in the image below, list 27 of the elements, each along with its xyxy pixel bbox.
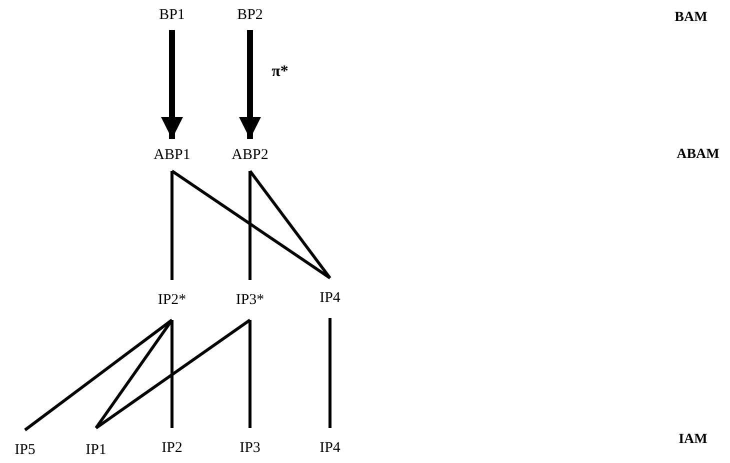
connector-line <box>95 318 251 430</box>
node-label: BP1 <box>159 8 185 22</box>
connector-line <box>248 170 332 279</box>
node-label: IP3* <box>236 292 264 308</box>
node-label: ABP2 <box>232 148 268 162</box>
connector-line <box>24 318 173 432</box>
level-label: BAM <box>674 11 708 25</box>
connector-line <box>170 320 174 428</box>
connector-line <box>248 320 252 428</box>
node-label: IP5 <box>14 442 36 458</box>
level-label: ABAM <box>676 148 720 162</box>
connector-line <box>248 171 252 280</box>
arrow <box>239 30 261 139</box>
node-label: IP4 <box>320 290 340 306</box>
connector-line <box>171 170 331 280</box>
connector-line <box>328 318 332 428</box>
connector-line <box>170 171 174 280</box>
node-label: IP2* <box>158 292 186 308</box>
node-label: IP3 <box>240 440 260 456</box>
level-label: IAM <box>678 433 708 447</box>
node-label: IP4 <box>320 440 340 456</box>
node-label: BP2 <box>237 8 263 22</box>
node-label: IP1 <box>86 442 106 458</box>
arrow <box>161 30 183 139</box>
node-label: ABP1 <box>154 148 190 162</box>
connector-line <box>94 319 174 429</box>
node-label: IP2 <box>162 440 182 456</box>
